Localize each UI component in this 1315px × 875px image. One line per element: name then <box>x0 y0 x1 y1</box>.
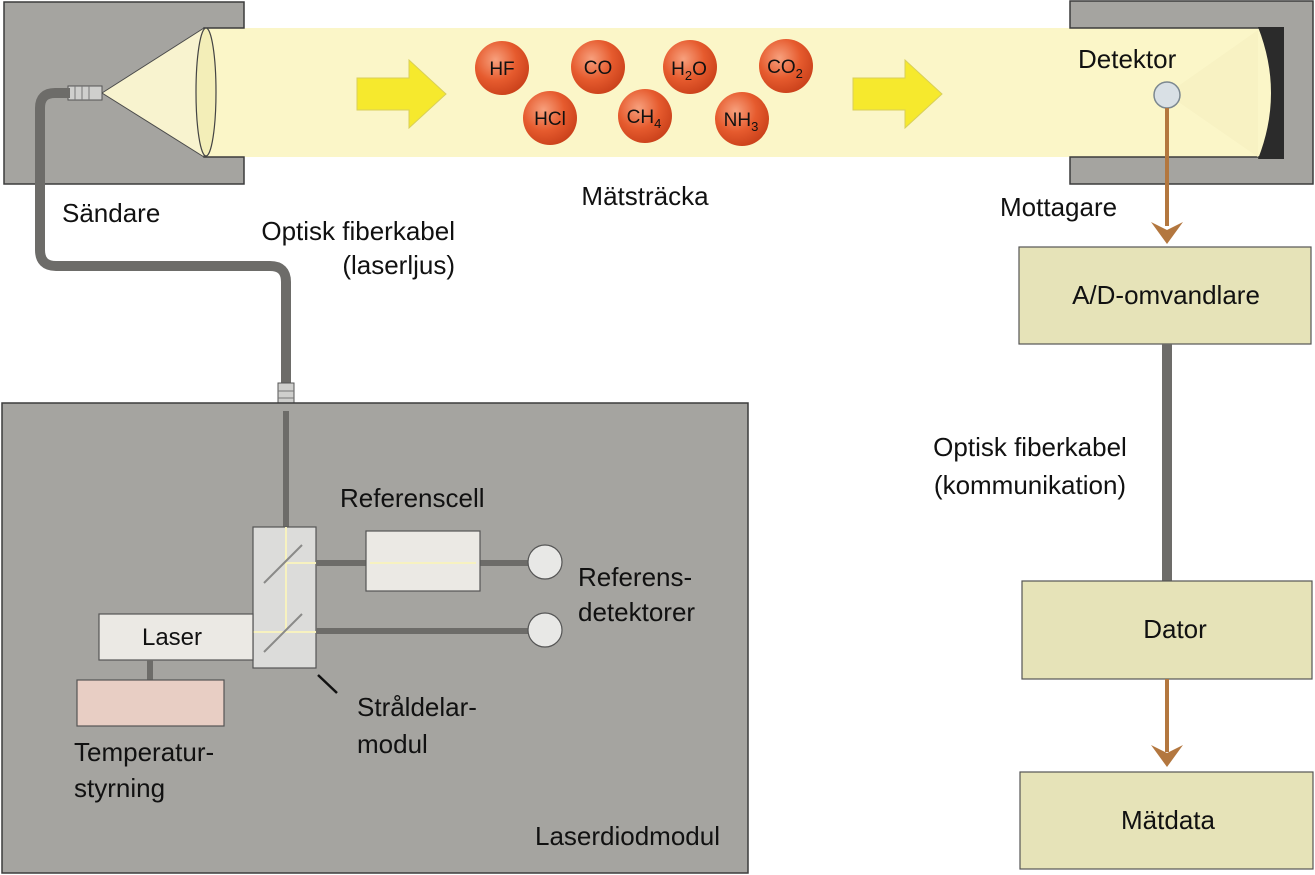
reference-detectors-label-line2: detektorer <box>578 597 695 627</box>
fiber-laser-label-line1: Optisk fiberkabel <box>261 216 455 246</box>
fiber-laser-label-line2: (laserljus) <box>342 250 455 280</box>
receiver-light-cone <box>1167 30 1258 157</box>
molecule-hcl-label: HCl <box>534 109 566 130</box>
molecule-hf-label: HF <box>489 59 514 80</box>
fiber-comm-label-line2: (kommunikation) <box>934 470 1126 500</box>
fiber-comm-label-line1: Optisk fiberkabel <box>933 432 1127 462</box>
molecule-h2o: H2O <box>663 40 717 94</box>
measurement-data-label: Mätdata <box>1121 805 1215 835</box>
molecule-co2-label: CO2 <box>767 57 803 81</box>
molecule-h2o-label: H2O <box>671 59 707 83</box>
molecule-co: CO <box>571 40 625 94</box>
reference-detectors-label-line1: Referens- <box>578 562 692 592</box>
molecule-co-label: CO <box>584 58 613 79</box>
transmitter-lens <box>195 27 217 157</box>
beamsplitter-pointer <box>317 674 338 694</box>
ad-converter-label: A/D-omvandlare <box>1072 280 1260 310</box>
beamsplitter-module <box>252 526 317 669</box>
flow-arrow-right <box>852 58 943 130</box>
laser-box <box>98 613 254 661</box>
signal-arrow-receiver <box>1151 222 1183 244</box>
reference-cell <box>365 530 481 592</box>
laser-label: Laser <box>142 624 202 651</box>
temperature-label-line2: styrning <box>74 773 165 803</box>
flow-arrow-left <box>356 58 447 130</box>
molecule-nh3: NH3 <box>715 92 769 146</box>
beamsplitter-label-line2: modul <box>357 729 428 759</box>
molecule-hf: HF <box>475 41 529 95</box>
beamsplitter-label-line1: Stråldelar- <box>357 692 477 722</box>
ad-converter-box <box>1018 246 1312 345</box>
measurement-path-label: Mätsträcka <box>581 181 709 211</box>
reference-detector-1 <box>527 544 563 580</box>
molecule-co2: CO2 <box>759 39 813 93</box>
transmitter-label: Sändare <box>62 198 160 228</box>
fiber-cable-laser <box>35 88 291 385</box>
reference-cell-label: Referenscell <box>340 483 485 513</box>
detector-sensor <box>1153 81 1181 109</box>
transmitter-connector <box>67 85 103 101</box>
receiver-label: Mottagare <box>1000 192 1117 222</box>
computer-box <box>1021 580 1313 680</box>
temperature-label-line1: Temperatur- <box>74 737 214 767</box>
molecule-ch4: CH4 <box>618 89 672 143</box>
molecule-ch4-label: CH4 <box>627 107 662 131</box>
measurement-data-box <box>1019 771 1314 870</box>
molecule-hcl: HCl <box>523 91 577 145</box>
receiver-mirror <box>1258 27 1284 159</box>
computer-label: Dator <box>1143 614 1207 644</box>
reference-detector-2 <box>527 612 563 648</box>
receiver-housing <box>1069 0 1314 185</box>
laser-diode-module-label: Laserdiodmodul <box>535 821 720 851</box>
signal-arrow-data <box>1151 745 1183 767</box>
temperature-control-box <box>76 679 225 727</box>
detector-label: Detektor <box>1078 44 1177 74</box>
molecule-nh3-label: NH3 <box>724 110 759 134</box>
